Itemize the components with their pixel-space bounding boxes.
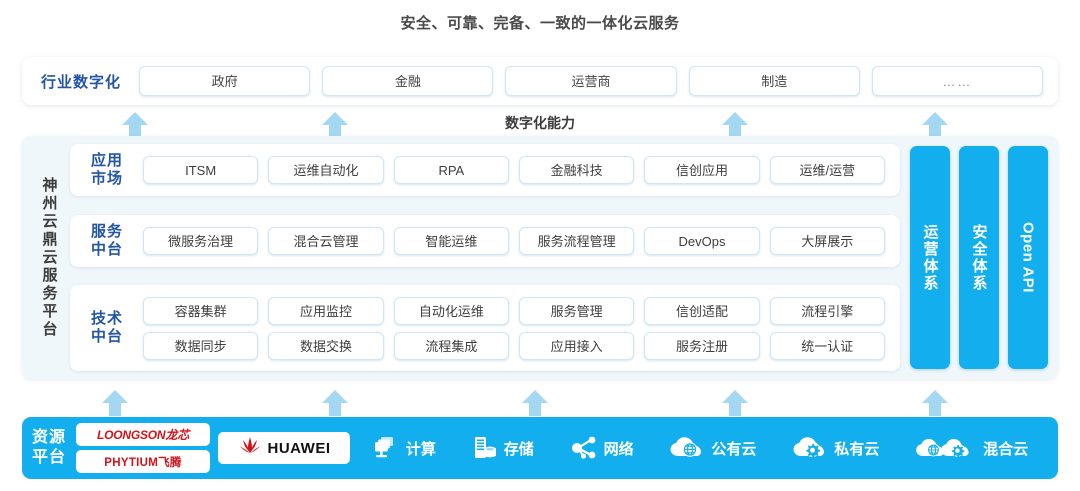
industry-chip-finance[interactable]: 金融: [322, 66, 494, 96]
tier-service-platform: 服务 中台 微服务治理 混合云管理 智能运维 服务流程管理 DevOps 大屏展…: [70, 214, 900, 267]
cloud-service-platform-panel: 神州云鼎云服务平台 应用 市场 ITSM 运维自动化 RPA 金融科技 信创应用…: [22, 136, 1058, 379]
industry-digitalization-row: 行业数字化 政府 金融 运营商 制造 ……: [22, 57, 1058, 105]
huawei-flower-icon: [238, 435, 262, 462]
tier-app-market-label: 应用 市场: [76, 152, 138, 188]
up-arrow-icon: [922, 390, 948, 416]
tile-unified-auth[interactable]: 统一认证: [769, 331, 885, 360]
resource-label-line1: 资源: [32, 429, 67, 446]
resource-item-compute[interactable]: 计算: [372, 435, 436, 461]
tile-service-process-mgmt[interactable]: 服务流程管理: [518, 226, 635, 255]
platform-pillars: 运营体系 安全体系 Open API: [906, 144, 1048, 371]
loongson-logo: LOONGSON龙芯: [76, 423, 211, 446]
up-arrow-icon: [522, 390, 548, 416]
resource-label-line2: 平台: [32, 449, 67, 466]
tier-row: 数据同步 数据交换 流程集成 应用接入 服务注册 统一认证: [138, 331, 890, 360]
chip-vendor-logos: LOONGSON龙芯 PHYTIUM飞腾: [76, 423, 218, 473]
tier-row: 容器集群 应用监控 自动化运维 服务管理 信创适配 流程引擎: [138, 296, 890, 325]
resource-item-network[interactable]: 网络: [570, 435, 634, 461]
tier-app-market: 应用 市场 ITSM 运维自动化 RPA 金融科技 信创应用 运维/运营: [70, 144, 900, 196]
tile-automated-ops[interactable]: 自动化运维: [393, 296, 509, 325]
tile-devops[interactable]: DevOps: [644, 226, 760, 255]
compute-icon: [372, 435, 400, 461]
resource-item-label: 存储: [503, 440, 534, 458]
tier-label-line2: 中台: [90, 240, 123, 258]
tile-app-access[interactable]: 应用接入: [518, 331, 635, 360]
tile-itsm[interactable]: ITSM: [143, 156, 259, 184]
resource-item-private-cloud[interactable]: 私有云: [792, 436, 879, 460]
tile-container-cluster[interactable]: 容器集群: [143, 296, 259, 325]
tile-rpa[interactable]: RPA: [393, 156, 509, 184]
industry-row-label: 行业数字化: [41, 73, 122, 91]
up-arrow-icon: [122, 112, 148, 138]
storage-icon: [472, 435, 498, 461]
phytium-logo-text: PHYTIUM飞腾: [104, 456, 182, 469]
industry-chip-operator[interactable]: 运营商: [505, 66, 677, 96]
hybrid-cloud-icon: [915, 436, 977, 460]
resource-item-hybrid-cloud[interactable]: 混合云: [915, 436, 1028, 460]
up-arrow-icon: [922, 112, 948, 138]
tier-row: ITSM 运维自动化 RPA 金融科技 信创应用 运维/运营: [138, 156, 890, 184]
network-icon: [570, 435, 598, 461]
tile-xinchuang-app[interactable]: 信创应用: [644, 156, 760, 184]
tile-data-sync[interactable]: 数据同步: [143, 331, 259, 360]
tile-process-integration[interactable]: 流程集成: [393, 331, 509, 360]
tile-xinchuang-adaptation[interactable]: 信创适配: [644, 296, 760, 325]
public-cloud-icon: [669, 436, 705, 460]
tile-microservice-governance[interactable]: 微服务治理: [143, 226, 259, 255]
tile-service-mgmt[interactable]: 服务管理: [518, 296, 635, 325]
resource-item-label: 计算: [405, 440, 436, 458]
phytium-logo: PHYTIUM飞腾: [76, 450, 211, 473]
tier-label-line1: 技术: [90, 310, 123, 327]
capability-label: 数字化能力: [505, 115, 575, 131]
resource-item-label: 私有云: [834, 440, 880, 458]
up-arrow-icon: [722, 112, 748, 138]
resource-items: 计算: [354, 417, 1046, 479]
tier-label-line2: 市场: [90, 170, 123, 187]
up-arrow-icon: [102, 390, 128, 416]
tile-fintech[interactable]: 金融科技: [518, 156, 635, 184]
tile-ops-operations[interactable]: 运维/运营: [769, 156, 885, 184]
tier-label-line2: 中台: [90, 328, 123, 345]
resource-item-public-cloud[interactable]: 公有云: [669, 436, 756, 460]
tile-service-registry[interactable]: 服务注册: [644, 331, 760, 360]
tile-app-monitoring[interactable]: 应用监控: [268, 296, 384, 325]
resource-item-storage[interactable]: 存储: [472, 435, 534, 461]
resource-item-label: 公有云: [711, 440, 757, 458]
industry-chip-more[interactable]: ……: [871, 66, 1044, 96]
tier-service-platform-label: 服务 中台: [76, 223, 138, 259]
tier-label-line1: 服务: [90, 222, 123, 240]
industry-chip-manufacturing[interactable]: 制造: [688, 66, 860, 96]
platform-tiers: 应用 市场 ITSM 运维自动化 RPA 金融科技 信创应用 运维/运营 服务 …: [70, 144, 906, 371]
tile-data-exchange[interactable]: 数据交换: [268, 331, 384, 360]
up-arrow-icon: [322, 390, 348, 416]
tile-large-screen-display[interactable]: 大屏展示: [769, 226, 885, 255]
tier-tech-platform-label: 技术 中台: [76, 310, 138, 346]
resource-item-label: 网络: [603, 440, 634, 458]
up-arrow-icon: [322, 112, 348, 138]
huawei-logo: HUAWEI: [218, 432, 351, 464]
pillar-operations-system[interactable]: 运营体系: [910, 146, 950, 369]
tile-process-engine[interactable]: 流程引擎: [769, 296, 885, 325]
resource-platform-label: 资源 平台: [32, 428, 76, 468]
industry-chip-government[interactable]: 政府: [139, 66, 311, 96]
up-arrow-icon: [722, 390, 748, 416]
huawei-logo-text: HUAWEI: [267, 439, 331, 457]
tier-label-line1: 应用: [90, 152, 123, 169]
pillar-security-system[interactable]: 安全体系: [959, 146, 999, 369]
tier-tech-platform: 技术 中台 容器集群 应用监控 自动化运维 服务管理 信创适配 流程引擎 数据同…: [70, 285, 900, 371]
tile-hybrid-cloud-mgmt[interactable]: 混合云管理: [268, 226, 384, 255]
pillar-open-api[interactable]: Open API: [1008, 146, 1048, 369]
resource-platform-row: 资源 平台 LOONGSON龙芯 PHYTIUM飞腾 HUAWEI: [22, 417, 1058, 479]
private-cloud-icon: [792, 436, 828, 460]
capability-arrow-band: 数字化能力: [22, 108, 1058, 138]
resource-item-label: 混合云: [983, 440, 1029, 458]
platform-vertical-title: 神州云鼎云服务平台: [40, 176, 58, 339]
tile-intelligent-ops[interactable]: 智能运维: [393, 226, 509, 255]
tier-row: 微服务治理 混合云管理 智能运维 服务流程管理 DevOps 大屏展示: [138, 226, 890, 255]
tile-ops-automation[interactable]: 运维自动化: [268, 156, 384, 184]
resource-arrow-band: [22, 386, 1058, 416]
page-title: 安全、可靠、完备、一致的一体化云服务: [400, 15, 680, 32]
loongson-logo-text: LOONGSON龙芯: [97, 428, 190, 442]
